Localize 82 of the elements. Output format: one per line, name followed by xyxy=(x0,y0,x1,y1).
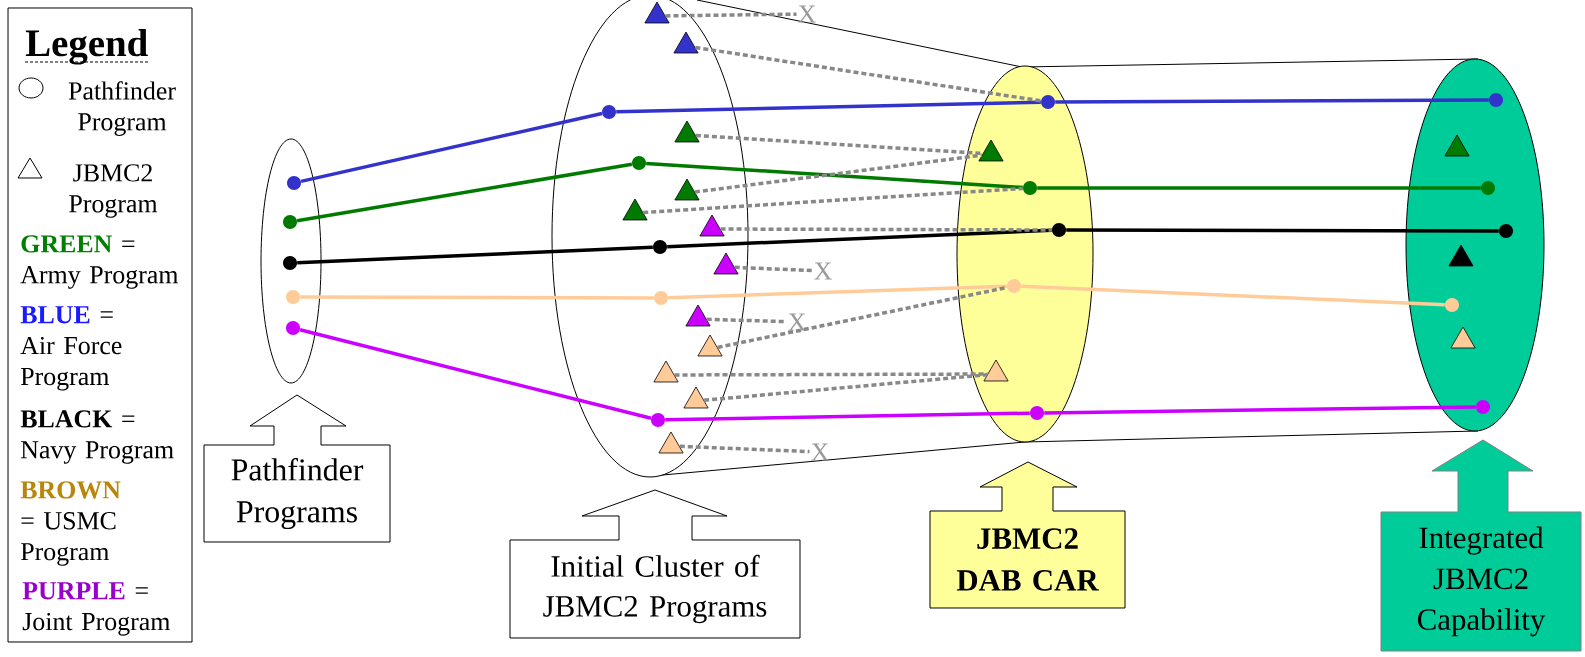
dotted-line xyxy=(695,133,983,156)
dotted-line xyxy=(717,285,1008,350)
dot xyxy=(1499,224,1513,238)
connector-line xyxy=(1037,186,1481,190)
x-mark: X xyxy=(814,262,832,280)
x-mark: X xyxy=(788,313,806,331)
dot xyxy=(283,256,297,270)
triangle-marker xyxy=(644,1,670,24)
dot xyxy=(1476,400,1490,414)
connector-line xyxy=(665,411,1030,422)
ellipse xyxy=(1405,58,1545,432)
ellipse xyxy=(956,65,1094,443)
connector-line xyxy=(667,228,1052,249)
dot xyxy=(654,291,668,305)
dot xyxy=(1023,181,1037,195)
dotted-line xyxy=(706,317,787,324)
triangle-marker xyxy=(1444,134,1470,157)
legend-entry: GREEN = Army Program xyxy=(20,235,179,289)
dot xyxy=(653,240,667,254)
dot xyxy=(1007,279,1021,293)
callout-box: Initial Cluster of JBMC2 Programs xyxy=(509,489,801,639)
callout-box: JBMC2 DAB CAR xyxy=(929,461,1126,609)
x-mark: X xyxy=(811,443,829,461)
connector-line xyxy=(646,161,1023,190)
triangle-marker xyxy=(622,198,648,221)
dotted-line xyxy=(643,186,1023,215)
dot xyxy=(1052,223,1066,237)
legend-entry: Pathfinder Program xyxy=(68,81,176,136)
triangle-marker xyxy=(683,386,709,409)
connector-line xyxy=(1044,405,1476,415)
ellipse xyxy=(260,138,322,384)
connector-line xyxy=(299,328,652,420)
dot xyxy=(632,156,646,170)
triangle-marker xyxy=(978,139,1004,162)
x-mark: X xyxy=(798,5,816,23)
connector-line xyxy=(1055,98,1489,104)
dot xyxy=(283,215,297,229)
dotted-line xyxy=(695,45,1042,103)
dotted-line xyxy=(679,444,810,454)
triangle-marker xyxy=(674,178,700,201)
dotted-line xyxy=(720,227,1052,232)
dot xyxy=(1489,93,1503,107)
dot xyxy=(651,413,665,427)
triangle-marker xyxy=(1448,244,1474,267)
dot xyxy=(602,105,616,119)
connector-line xyxy=(297,245,653,265)
dot xyxy=(287,176,301,190)
legend-entry: BLUE = Air Force Program xyxy=(20,306,122,391)
dot xyxy=(286,321,300,335)
callout-box: Integrated JBMC2 Capability xyxy=(1380,439,1582,652)
callout-box: Pathfinder Programs xyxy=(203,394,391,543)
dotted-line xyxy=(734,265,813,273)
legend-entry: JBMC2 Program xyxy=(69,164,158,218)
triangle-marker xyxy=(713,252,739,275)
dot xyxy=(1030,406,1044,420)
legend-entry: PURPLE = Joint Program xyxy=(22,582,171,636)
connector-line xyxy=(300,111,603,184)
connector-line xyxy=(296,162,633,223)
dot xyxy=(1481,181,1495,195)
triangle-marker xyxy=(653,360,679,383)
connector-line xyxy=(1066,228,1499,233)
legend-entry: BROWN = USMC Program xyxy=(20,481,121,566)
dot xyxy=(286,290,300,304)
legend-entry: BLACK = Navy Program xyxy=(20,410,174,464)
dotted-line xyxy=(694,153,982,194)
dot xyxy=(1445,298,1459,312)
triangle-marker xyxy=(674,120,700,143)
dotted-line xyxy=(665,12,797,18)
triangle-marker xyxy=(699,214,725,237)
triangle-marker xyxy=(697,334,723,357)
triangle-marker xyxy=(983,359,1009,382)
connector-line xyxy=(1021,284,1445,307)
dot xyxy=(1041,95,1055,109)
triangle-marker xyxy=(673,31,699,54)
triangle-marker xyxy=(658,431,684,454)
connector-line xyxy=(616,100,1041,114)
triangle-marker xyxy=(685,304,711,327)
connector-line xyxy=(668,284,1007,300)
legend-title: Legend xyxy=(24,29,149,65)
triangle-marker xyxy=(1450,326,1476,349)
dotted-line xyxy=(703,373,988,402)
connector-line xyxy=(300,295,654,300)
